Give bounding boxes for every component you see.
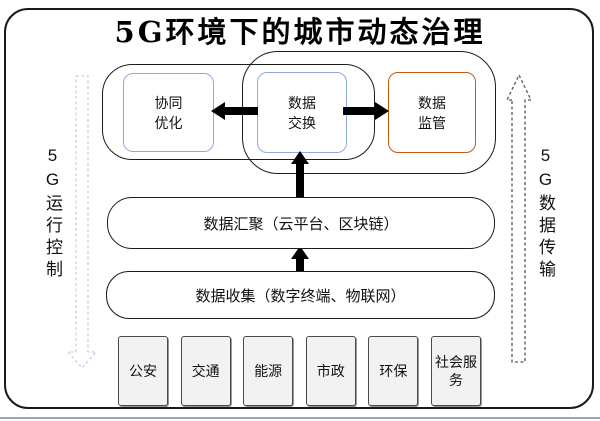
node-collaborative-optimization: 协同 优化 [123,73,214,152]
arrow-up-aggregation-to-exchange-shaft [296,163,304,198]
domain-row: 公安 交通 能源 市政 环保 社会服务 [118,336,481,406]
domain-box-energy: 能源 [243,336,294,406]
node-data-supervision: 数据 监管 [388,72,476,153]
node-data-aggregation: 数据汇聚（云平台、区块链） [107,197,495,249]
arrow-left-shaft [224,107,258,115]
domain-label: 交通 [191,363,220,379]
domain-label: 市政 [316,363,345,379]
dashed-up-arrow-icon [505,73,533,363]
arrow-up-icon [291,151,309,164]
node-data-exchange: 数据 交换 [257,72,347,153]
bar-label: 数据汇聚（云平台、区块链） [203,215,399,233]
node-label-line: 交换 [288,114,316,131]
domain-label: 能源 [254,363,283,379]
node-label-line: 优化 [154,114,183,131]
node-data-collection: 数据收集（数字终端、物联网） [106,271,495,319]
domain-box-municipal: 市政 [305,336,356,406]
arrow-up-icon [291,246,309,259]
node-label-line: 数据 [288,94,316,111]
right-side-label: 5G数据传输 [536,146,555,282]
domain-label: 社会服务 [434,354,477,388]
domain-label: 环保 [379,363,408,379]
outer-border [4,8,594,409]
bar-label: 数据收集（数字终端、物联网） [195,287,406,305]
left-side-label: 5G运行控制 [43,146,62,282]
arrow-right-shaft [343,107,377,115]
node-label-line: 监管 [418,114,446,131]
domain-box-social-services: 社会服务 [430,336,481,406]
node-label-line: 协同 [154,94,183,111]
node-label-line: 数据 [418,94,446,111]
domain-label: 公安 [129,363,157,379]
diagram-title: 5G环境下的城市动态治理 [114,15,486,49]
image-bottom-edge [0,417,600,419]
arrow-up-collection-to-aggregation-shaft [296,258,304,272]
domain-box-transportation: 交通 [180,336,231,406]
dashed-down-arrow-icon [66,75,98,369]
domain-box-public-security: 公安 [118,336,168,406]
domain-box-environment: 环保 [368,336,419,406]
arrow-left-icon [211,102,225,120]
arrow-right-icon [375,102,389,120]
